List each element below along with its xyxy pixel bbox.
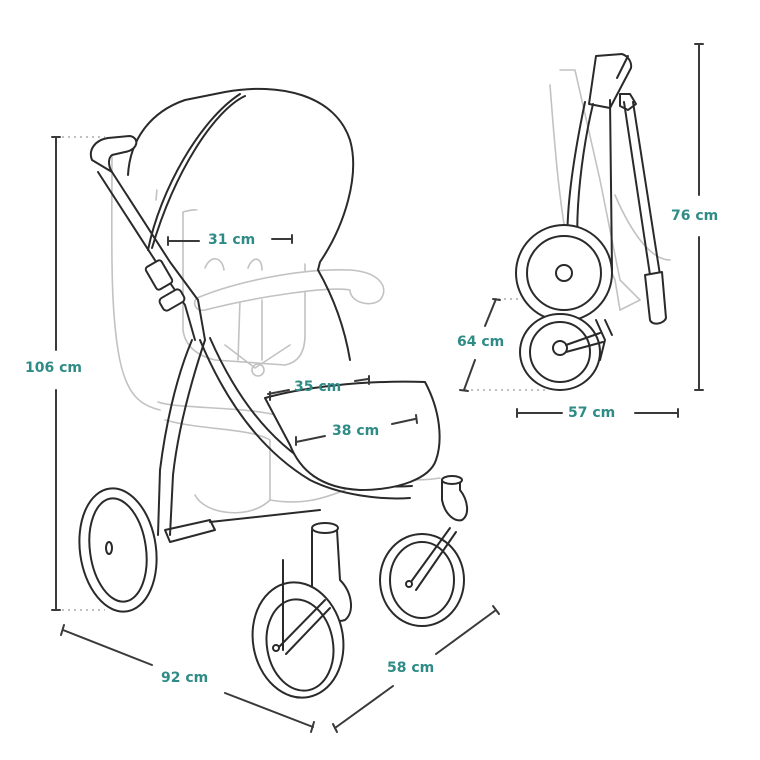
- dimension-label-backrest-width: 31 cm: [208, 232, 256, 248]
- unfolded-stroller-seat-fabric: [110, 91, 441, 514]
- unfolded-dimension-lines: [51, 136, 500, 733]
- dimension-label-footrest-width: 38 cm: [332, 423, 380, 439]
- dimension-label-width: 58 cm: [384, 660, 438, 676]
- dimension-label-folded-height: 76 cm: [668, 208, 722, 224]
- unfolded-stroller-frame: [78, 87, 468, 699]
- dimension-label-seat-width: 35 cm: [294, 379, 342, 395]
- dimension-label-folded-depth: 64 cm: [454, 334, 508, 350]
- folded-dimension-lines: [459, 43, 704, 418]
- folded-stroller: [515, 53, 671, 391]
- dimension-label-folded-length: 57 cm: [565, 405, 619, 421]
- dimension-label-length: 92 cm: [158, 670, 212, 686]
- dimension-label-height: 106 cm: [22, 360, 85, 376]
